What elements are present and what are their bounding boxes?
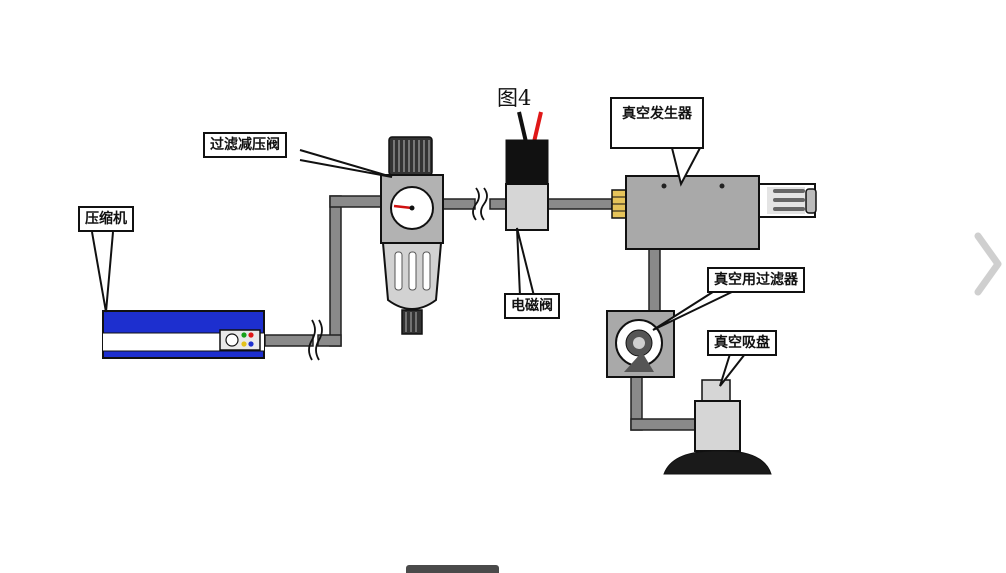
label-filter-regulator: 过滤减压阀	[203, 132, 287, 158]
vacuum-generator-unit	[611, 175, 817, 250]
pipe-compressor-out	[264, 334, 314, 347]
pipe-to-cup	[630, 418, 700, 431]
bottom-tab-handle[interactable]	[406, 565, 499, 573]
callout-pointers	[91, 147, 746, 387]
pipe-generator-down	[648, 247, 661, 312]
compressor-unit	[102, 310, 265, 359]
pipe-regulator-out	[442, 198, 476, 210]
pipe-solenoid-out	[547, 198, 613, 210]
label-suction-cup: 真空吸盘	[707, 330, 777, 356]
chevron-right-icon[interactable]	[974, 232, 1002, 296]
vacuum-filter-unit	[606, 310, 675, 378]
filter-regulator-unit	[380, 136, 444, 335]
pipe-riser	[329, 195, 342, 347]
figure-title: 图4	[497, 86, 532, 110]
pipe-to-regulator	[329, 195, 383, 208]
pipe-network	[264, 195, 700, 431]
solenoid-valve-unit	[505, 111, 549, 231]
pipe-break-marks	[308, 187, 488, 361]
label-vacuum-generator: 真空发生器	[610, 97, 704, 149]
compressor-gauge-icon	[225, 333, 239, 347]
label-compressor: 压缩机	[78, 206, 134, 232]
label-vacuum-filter: 真空用过滤器	[707, 267, 805, 293]
label-solenoid-valve: 电磁阀	[504, 293, 560, 319]
suction-cup-unit	[663, 379, 772, 475]
